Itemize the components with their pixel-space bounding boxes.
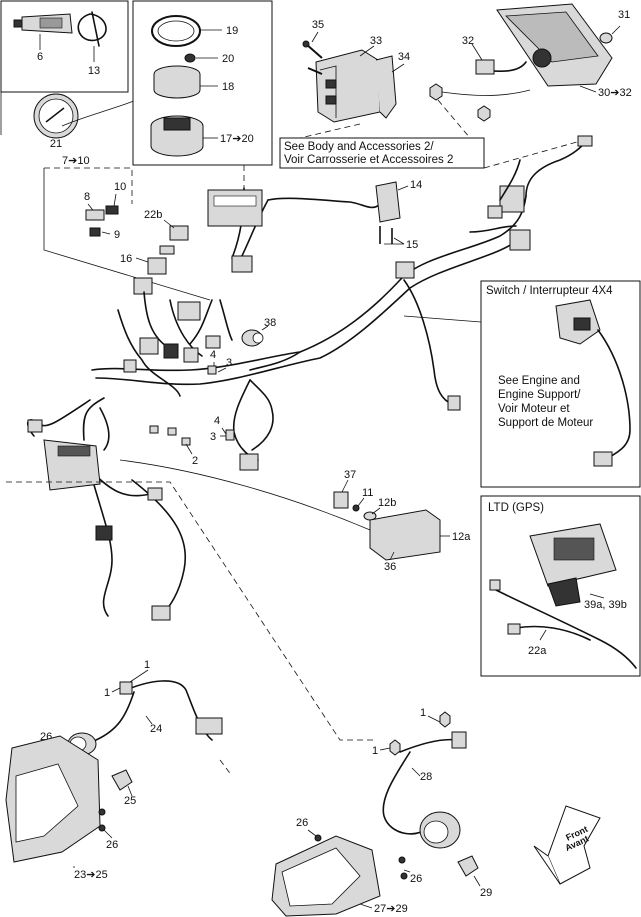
regulator-part: 14 15 <box>375 179 422 251</box>
right-headlight-part: 1 1 28 26 26 29 27➔29 <box>271 707 492 917</box>
callout-4-bottom: 4 <box>214 415 220 427</box>
callout-26-right-bottom: 26 <box>410 873 422 885</box>
callout-7-10: 7➔10 <box>62 155 90 167</box>
callout-26-right-top: 26 <box>296 817 308 829</box>
inset-box-sealant-ties: 6 13 <box>0 0 129 93</box>
gauge-face-part: 21 <box>0 91 157 150</box>
callout-33: 33 <box>370 35 382 47</box>
engine-line-4: Support de Moteur <box>498 417 593 429</box>
callout-30-32: 30➔32 <box>598 87 632 99</box>
callout-8: 8 <box>84 191 90 203</box>
callout-9: 9 <box>114 229 120 241</box>
callout-23-25: 23➔25 <box>74 869 108 881</box>
callout-38: 38 <box>264 317 276 329</box>
inset-box-gauge: 19 20 18 17➔20 <box>132 0 273 166</box>
callout-14: 14 <box>410 179 422 191</box>
callout-32: 32 <box>462 35 474 47</box>
callout-39ab: 39a, 39b <box>584 599 627 611</box>
engine-line-3: Voir Moteur et <box>498 403 570 415</box>
callout-2: 2 <box>192 455 198 467</box>
power-outlet-part: 38 <box>241 317 276 347</box>
fuse-group-part: 7➔10 10 8 9 <box>43 155 211 301</box>
callout-15: 15 <box>406 239 418 251</box>
callout-6: 6 <box>37 51 43 63</box>
callout-24: 24 <box>150 723 162 735</box>
engine-line-2: Engine Support/ <box>498 389 581 401</box>
callout-1-left-mid: 1 <box>104 687 110 699</box>
callout-29: 29 <box>480 887 492 899</box>
front-direction-arrow: Front Avant <box>533 805 601 885</box>
callout-4-top: 4 <box>210 349 216 361</box>
callout-1-right-mid: 1 <box>372 745 378 757</box>
callout-36: 36 <box>384 561 396 573</box>
callout-25: 25 <box>124 795 136 807</box>
callout-11: 11 <box>362 487 373 499</box>
callout-22a: 22a <box>528 645 547 657</box>
callout-34: 34 <box>398 51 410 63</box>
clips-part: 4 3 2 4 3 <box>149 349 235 467</box>
inset-ltd-gps: LTD (GPS) 39a, 39b 22a <box>480 495 641 677</box>
control-module-part: 35 33 34 <box>302 19 410 123</box>
engine-line-1: See Engine and <box>498 375 580 387</box>
callout-16: 16 <box>120 253 132 265</box>
callout-26-left-bottom: 26 <box>106 839 118 851</box>
callout-3-bottom: 3 <box>210 431 216 443</box>
callout-1-right-top: 1 <box>420 707 426 719</box>
callout-3-top: 3 <box>226 357 232 369</box>
mounting-bracket-part: 37 11 12b 12a 36 <box>119 459 471 573</box>
callout-28: 28 <box>420 771 432 783</box>
callout-18: 18 <box>222 81 234 93</box>
callout-1-left-top: 1 <box>144 659 150 671</box>
main-harness-part: 22b 16 <box>27 135 593 621</box>
inset-switch-4x4: Switch / Interrupteur 4X4 See Engine and… <box>403 280 641 488</box>
callout-10: 10 <box>114 181 126 193</box>
cable-tie-part <box>77 11 107 47</box>
callout-21: 21 <box>50 138 62 150</box>
callout-37: 37 <box>344 469 356 481</box>
sealant-tube-part <box>13 13 73 34</box>
callout-13: 13 <box>88 65 100 77</box>
note-body-line-1: See Body and Accessories 2/ <box>284 141 434 153</box>
callout-35: 35 <box>312 19 324 31</box>
callout-20: 20 <box>222 53 234 65</box>
ltd-title: LTD (GPS) <box>488 502 544 514</box>
callout-12a: 12a <box>452 531 471 543</box>
switch-title: Switch / Interrupteur 4X4 <box>486 285 613 297</box>
callout-17-20: 17➔20 <box>220 133 254 145</box>
callout-31: 31 <box>618 9 630 21</box>
callout-22b: 22b <box>144 209 162 221</box>
note-body-line-2: Voir Carrosserie et Accessoires 2 <box>284 154 453 166</box>
callout-27-29: 27➔29 <box>374 903 408 915</box>
callout-19: 19 <box>226 25 238 37</box>
left-headlight-part: 1 1 24 26 25 26 23➔25 <box>5 659 223 881</box>
callout-12b: 12b <box>378 497 396 509</box>
note-see-body-accessories: See Body and Accessories 2/ Voir Carross… <box>279 137 485 169</box>
instrument-cluster-part: 32 31 30➔32 <box>429 3 632 122</box>
